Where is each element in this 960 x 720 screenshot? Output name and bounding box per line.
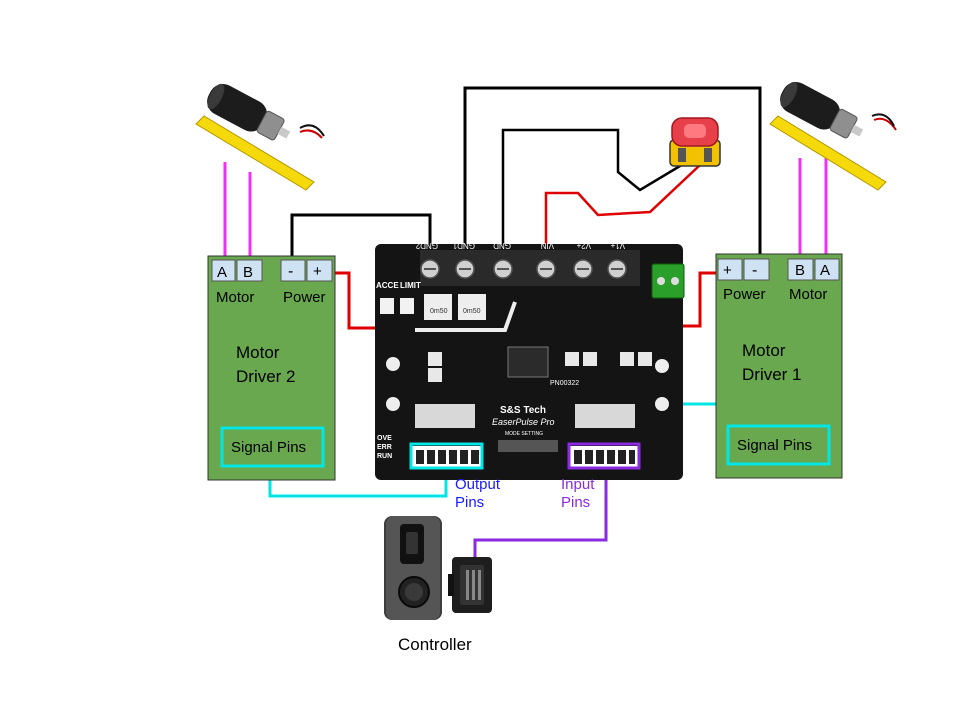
board-product: EaserPulse Pro bbox=[492, 417, 555, 427]
output-pin-header bbox=[412, 446, 482, 468]
side-label-run: RUN bbox=[377, 453, 392, 460]
connector-plug-icon bbox=[448, 557, 492, 613]
ground-wire-estop bbox=[501, 128, 691, 262]
terminal-minus-label: - bbox=[752, 262, 757, 279]
power-wire-estop bbox=[544, 164, 701, 262]
motor-terminal-label: Motor bbox=[789, 286, 827, 303]
part-number: PN00322 bbox=[550, 380, 579, 387]
controller: Controller bbox=[384, 516, 492, 654]
terminal-plus-label: + bbox=[313, 263, 322, 280]
terminal-a-label: A bbox=[820, 262, 830, 279]
terminal-label-gnd: GND bbox=[493, 241, 511, 250]
accel-label: ACCE bbox=[376, 281, 399, 290]
signal-pins-box bbox=[726, 424, 831, 466]
driver-1-body bbox=[715, 253, 843, 479]
screw-terminal-row bbox=[420, 250, 640, 286]
driver-2-body bbox=[207, 255, 336, 481]
board-brand: S&S Tech bbox=[500, 405, 546, 416]
power-terminal-label: Power bbox=[283, 289, 326, 306]
output-pins-label-line1: Output bbox=[455, 476, 501, 493]
input-pin-header bbox=[570, 446, 638, 468]
push-button-icon bbox=[655, 397, 669, 411]
output-pins-label-line2: Pins bbox=[455, 494, 484, 511]
microcontroller-chip-icon bbox=[507, 346, 549, 378]
terminal-minus bbox=[280, 259, 306, 282]
terminal-plus bbox=[717, 258, 743, 281]
power-jack-icon bbox=[651, 263, 685, 299]
terminal-label-vin: VIN bbox=[540, 241, 554, 250]
terminal-b bbox=[787, 258, 814, 281]
input-pins-label-line2: Pins bbox=[561, 494, 590, 511]
control-board: GND2 GND1 GND VIN V2+ V1+ 0m50 0m50 ACCE… bbox=[375, 241, 685, 480]
motor-terminal-label: Motor bbox=[216, 289, 254, 306]
input-pins-highlight bbox=[567, 442, 641, 470]
terminal-label-gnd2: GND2 bbox=[415, 241, 438, 250]
ground-wire-driver2 bbox=[290, 213, 432, 266]
driver-2-title-line1: Motor bbox=[236, 343, 280, 362]
ruler-icon bbox=[769, 115, 887, 191]
motor-right bbox=[769, 81, 897, 191]
signal-pins-label: Signal Pins bbox=[231, 439, 306, 456]
terminal-b bbox=[236, 259, 263, 282]
terminal-b-label: B bbox=[795, 262, 805, 279]
terminal-b-label: B bbox=[243, 264, 253, 281]
side-label-err: ERR bbox=[377, 444, 392, 451]
ground-wire-driver1 bbox=[463, 86, 762, 266]
output-pins-highlight bbox=[409, 442, 484, 470]
terminal-plus bbox=[306, 259, 333, 282]
controller-pendant-icon bbox=[384, 516, 442, 620]
push-button-icon bbox=[386, 357, 400, 371]
input-pins-label-line1: Input bbox=[561, 476, 595, 493]
terminal-a bbox=[814, 258, 840, 281]
side-label-ove: OVE bbox=[377, 435, 392, 442]
terminal-plus-label: + bbox=[723, 262, 732, 279]
board-mode-setting: MODE SETTING bbox=[505, 431, 543, 437]
ruler-icon bbox=[195, 115, 315, 191]
svg-text:0m50: 0m50 bbox=[463, 308, 481, 315]
power-terminal-label: Power bbox=[723, 286, 766, 303]
svg-text:0m50: 0m50 bbox=[430, 308, 448, 315]
terminal-label-v2plus: V2+ bbox=[576, 241, 591, 250]
terminal-a-label: A bbox=[217, 264, 227, 281]
driver-1-title-line2: Driver 1 bbox=[742, 365, 802, 384]
motor-driver-2: A B - + Motor Power Motor Driver 2 Signa… bbox=[207, 255, 336, 481]
terminal-a bbox=[211, 259, 236, 282]
driver-2-title-line2: Driver 2 bbox=[236, 367, 296, 386]
terminal-minus bbox=[743, 258, 770, 281]
motor-left bbox=[195, 83, 325, 191]
signal-pins-box bbox=[220, 426, 325, 468]
limit-label: LIMIT bbox=[400, 281, 421, 290]
push-button-icon bbox=[386, 397, 400, 411]
motor-driver-1: + - B A Power Motor Motor Driver 1 Signa… bbox=[715, 253, 843, 479]
terminal-minus-label: - bbox=[288, 263, 293, 280]
terminal-label-v1plus: V1+ bbox=[610, 241, 625, 250]
driver-1-title-line1: Motor bbox=[742, 341, 786, 360]
input-wire bbox=[473, 471, 608, 557]
push-button-icon bbox=[655, 359, 669, 373]
emergency-stop-button-icon bbox=[669, 117, 721, 167]
controller-label: Controller bbox=[398, 635, 472, 654]
terminal-label-gnd1: GND1 bbox=[452, 241, 475, 250]
signal-pins-label: Signal Pins bbox=[737, 437, 812, 454]
